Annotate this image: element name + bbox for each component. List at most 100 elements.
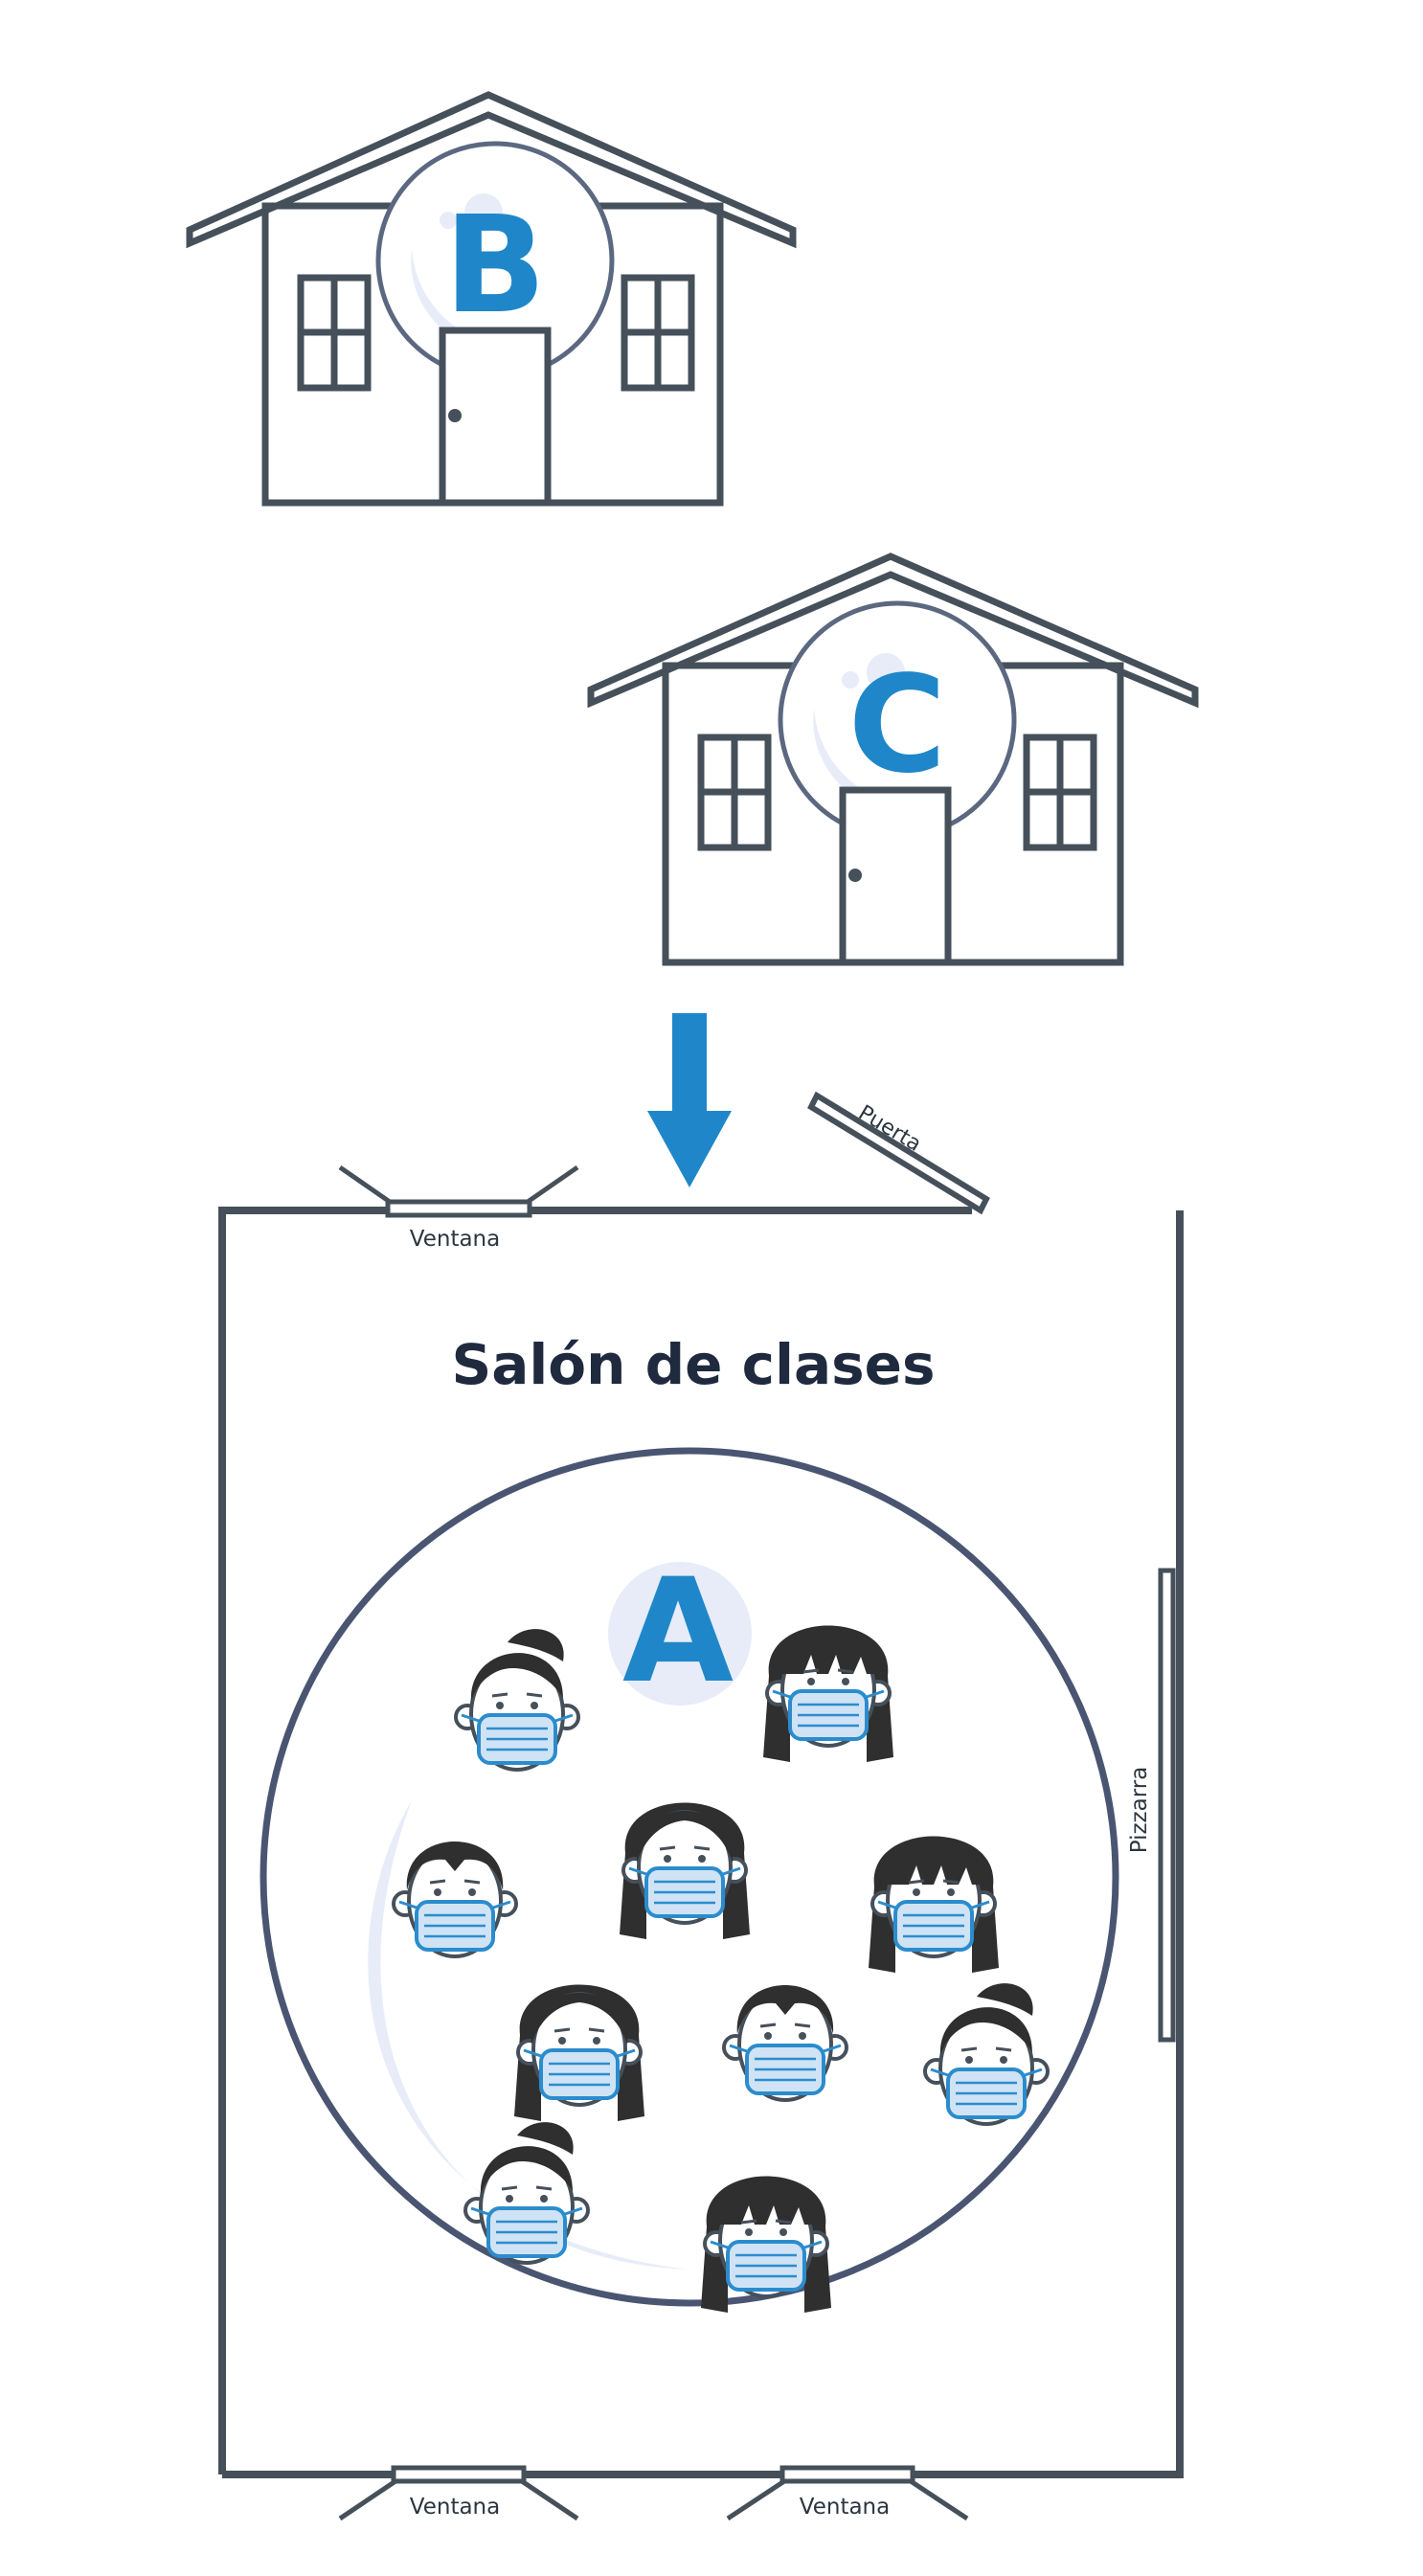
brow-right: [526, 1692, 543, 1698]
whiteboard-label: Pizzarra: [1127, 1767, 1152, 1854]
brow-left: [429, 1879, 446, 1885]
student-s9: [463, 2122, 590, 2265]
whiteboard: Pizzarra: [1127, 1568, 1176, 2043]
house-b-door: [439, 327, 552, 507]
house-c-bubble-shine: [813, 709, 938, 811]
hair-top: [470, 1653, 563, 1702]
hair-top: [717, 2179, 815, 2225]
eye-left: [434, 1888, 441, 1896]
eye-left: [745, 2228, 753, 2236]
mask-strap-right: [617, 2048, 636, 2058]
mask-strap-left: [628, 1866, 647, 1876]
ponytail: [508, 1629, 564, 1661]
hair-top: [480, 2146, 573, 2195]
student-s10: [701, 2176, 831, 2313]
eye-right: [947, 1888, 955, 1896]
hair-top: [531, 1993, 628, 2045]
mask-strap-left: [772, 1689, 791, 1699]
house-c-letter: C: [848, 647, 947, 803]
brow-right: [942, 1879, 960, 1885]
mask-strap-left: [398, 1900, 418, 1909]
student-s1: [454, 1629, 580, 1772]
brow-left: [659, 1845, 676, 1851]
house-c-door: [839, 786, 952, 966]
brow-right: [794, 2022, 811, 2028]
house-c-window-right: [1023, 734, 1097, 851]
eye-right: [468, 1888, 476, 1896]
eye-left: [558, 2037, 566, 2045]
window-top-label: Ventana: [410, 1227, 500, 1252]
eye-left: [506, 2195, 513, 2203]
student-s5: [869, 1836, 999, 1973]
student-group: [392, 1625, 1050, 2313]
classroom-wall-right-bottom: [222, 1210, 1184, 2478]
eye-right: [779, 2228, 787, 2236]
eye-left: [764, 2032, 772, 2040]
brow-right: [995, 2046, 1012, 2052]
window-top: Ventana: [338, 1164, 579, 1252]
group-a-letter: A: [622, 1548, 734, 1715]
window-bottom-left-label: Ventana: [410, 2495, 500, 2520]
brow-left: [960, 2046, 978, 2052]
eye-left: [965, 2056, 973, 2064]
student-s7: [722, 1985, 848, 2102]
house-c: C: [587, 553, 1199, 966]
eye-left: [913, 1888, 920, 1896]
hair-top: [736, 1985, 834, 2034]
house-c-window-left: [697, 734, 772, 851]
hair-top: [406, 1842, 504, 1890]
brow-right: [837, 1668, 854, 1674]
hair-top: [939, 2007, 1032, 2056]
window-bottom-right: Ventana: [726, 2465, 969, 2521]
eye-right: [531, 1702, 538, 1709]
house-c-roof: [587, 553, 1199, 709]
brow-right: [535, 2185, 553, 2191]
student-s8: [923, 1983, 1050, 2126]
brow-right: [775, 2219, 792, 2225]
student-s3: [392, 1842, 518, 1958]
brow-left: [908, 1879, 925, 1885]
mask-strap-left: [470, 2206, 489, 2216]
mask-strap-right: [971, 1900, 990, 1909]
hair-top: [885, 1839, 983, 1885]
classroom: Puerta Ventana Ventana Ventana Pizzarra: [218, 1091, 1184, 2521]
mask-strap-right: [823, 2044, 842, 2053]
mask-strap-left: [877, 1900, 896, 1909]
mask-strap-right: [1024, 2068, 1043, 2077]
house-c-bubble-dot-small: [842, 671, 859, 689]
ponytail: [977, 1983, 1033, 2016]
brow-left: [491, 1692, 508, 1698]
eye-right: [698, 1855, 706, 1863]
mask-strap-right: [803, 2240, 823, 2249]
ponytail: [517, 2122, 574, 2155]
brow-left: [501, 2185, 518, 2191]
mask-strap-right: [554, 1713, 574, 1723]
mask-strap-left: [523, 2048, 542, 2058]
house-b-window-left: [297, 274, 372, 392]
brow-left: [553, 2027, 571, 2033]
brow-right: [463, 1879, 481, 1885]
brow-left: [759, 2022, 777, 2028]
eye-left: [807, 1678, 815, 1685]
classroom-title: Salón de clases: [452, 1332, 936, 1397]
mask-strap-left: [930, 2068, 949, 2077]
mask-strap-right: [866, 1689, 885, 1699]
classroom-door: Puerta: [807, 1091, 990, 1215]
house-c-bubble-dot: [867, 653, 905, 691]
classroom-wall-top-left: [218, 1207, 972, 2474]
mask-strap-left: [729, 2044, 748, 2053]
house-b-letter: B: [444, 188, 547, 344]
mask-strap-left: [710, 2240, 729, 2249]
window-bottom-left: Ventana: [338, 2465, 579, 2521]
arrow-down-icon: [647, 1013, 732, 1187]
group-a-letter-backdrop: [608, 1562, 752, 1706]
hair-top: [779, 1628, 877, 1674]
eye-right: [593, 2037, 600, 2045]
brow-right: [588, 2027, 605, 2033]
house-b-bubble-shine: [411, 249, 536, 351]
mask-strap-right: [564, 2206, 583, 2216]
student-s6: [514, 1984, 644, 2121]
brow-right: [693, 1845, 711, 1851]
brow-left: [740, 2219, 757, 2225]
